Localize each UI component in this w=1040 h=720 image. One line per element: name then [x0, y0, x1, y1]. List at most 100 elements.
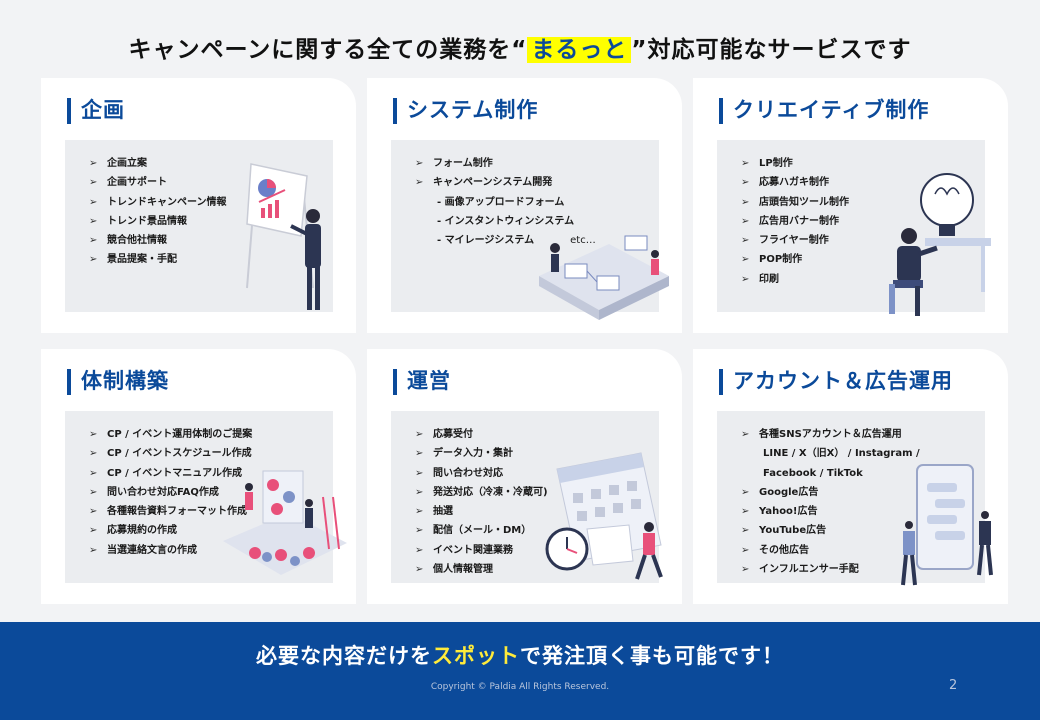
list-item: ➢LP制作 — [741, 154, 849, 173]
list-item: ➢Google広告 — [741, 483, 920, 502]
teamwork-puzzle-illustration — [223, 470, 347, 575]
list-item: ➢キャンペーンシステム開発 — [415, 173, 596, 192]
service-list: ➢各種SNSアカウント＆広告運用 LINE / X（旧X） / Instagra… — [741, 425, 920, 579]
footer-highlight: スポット — [432, 644, 520, 668]
list-item: ➢Yahoo!広告 — [741, 502, 920, 521]
arrow-bullet-icon: ➢ — [89, 486, 98, 498]
list-item: ➢印刷 — [741, 270, 849, 289]
list-item: ➢CP / イベントスケジュール作成 — [89, 444, 252, 463]
arrow-bullet-icon: ➢ — [89, 158, 98, 169]
list-item: ➢店頭告知ツール制作 — [741, 193, 849, 212]
list-item: ➢広告用バナー制作 — [741, 212, 849, 231]
list-sub-item: - 画像アップロードフォーム — [437, 196, 565, 208]
arrow-bullet-icon: ➢ — [89, 525, 98, 537]
card-planning: 企画 ➢企画立案 ➢企画サポート ➢トレンドキャンペーン情報 ➢トレンド景品情報… — [41, 78, 356, 333]
list-item: ➢CP / イベント運用体制のご提案 — [89, 425, 252, 444]
arrow-bullet-icon: ➢ — [741, 564, 750, 576]
list-item: ➢個人情報管理 — [415, 560, 548, 579]
list-item: ➢応募規約の作成 — [89, 521, 252, 540]
arrow-bullet-icon: ➢ — [415, 486, 424, 498]
list-item: ➢POP制作 — [741, 250, 849, 269]
list-item: ➢イベント関連業務 — [415, 541, 548, 560]
arrow-bullet-icon: ➢ — [741, 196, 750, 208]
arrow-bullet-icon: ➢ — [741, 254, 750, 266]
arrow-bullet-icon: ➢ — [415, 429, 424, 440]
arrow-bullet-icon: ➢ — [89, 177, 98, 189]
card-account-ads: アカウント＆広告運用 ➢各種SNSアカウント＆広告運用 LINE / X（旧X）… — [693, 349, 1008, 604]
arrow-bullet-icon: ➢ — [741, 235, 750, 247]
list-item: ➢フォーム制作 — [415, 154, 596, 173]
arrow-bullet-icon: ➢ — [89, 215, 98, 227]
list-item: ➢フライヤー制作 — [741, 231, 849, 250]
arrow-bullet-icon: ➢ — [415, 177, 424, 189]
arrow-bullet-icon: ➢ — [741, 273, 750, 285]
arrow-bullet-icon: ➢ — [415, 525, 424, 537]
list-item: ➢その他広告 — [741, 541, 920, 560]
list-item: ➢配信（メール・DM） — [415, 521, 548, 540]
list-item: ➢応募ハガキ制作 — [741, 173, 849, 192]
headline-text-before: キャンペーンに関する全ての業務を“ — [128, 37, 528, 63]
etc-label: etc… — [570, 235, 596, 247]
card-title: 企画 — [67, 96, 125, 124]
list-sub-item: - インスタントウィンシステム — [437, 215, 575, 227]
list-item: ➢応募受付 — [415, 425, 548, 444]
calendar-clock-illustration — [545, 452, 663, 580]
arrow-bullet-icon: ➢ — [415, 544, 424, 556]
arrow-bullet-icon: ➢ — [415, 564, 424, 576]
arrow-bullet-icon: ➢ — [741, 429, 750, 440]
arrow-bullet-icon: ➢ — [415, 158, 424, 169]
list-item: ➢景品提案・手配 — [89, 250, 227, 269]
arrow-bullet-icon: ➢ — [741, 525, 750, 537]
list-item: ➢抽選 — [415, 502, 548, 521]
arrow-bullet-icon: ➢ — [89, 506, 98, 518]
card-title: 運営 — [393, 367, 451, 395]
page-number: 2 — [949, 678, 958, 693]
service-list: ➢企画立案 ➢企画サポート ➢トレンドキャンペーン情報 ➢トレンド景品情報 ➢競… — [89, 154, 227, 270]
card-title: システム制作 — [393, 96, 538, 124]
list-sub-item: LINE / X（旧X） / Instagram / — [763, 448, 920, 460]
list-item: ➢当選連絡文言の作成 — [89, 541, 252, 560]
card-system: システム制作 ➢フォーム制作 ➢キャンペーンシステム開発 - 画像アップロードフ… — [367, 78, 682, 333]
footer-message: 必要な内容だけをスポットで発注頂く事も可能です！ — [256, 644, 784, 668]
arrow-bullet-icon: ➢ — [89, 448, 98, 460]
arrow-bullet-icon: ➢ — [89, 544, 98, 556]
card-panel: ➢フォーム制作 ➢キャンペーンシステム開発 - 画像アップロードフォーム - イ… — [391, 140, 659, 312]
idea-bulb-illustration — [889, 173, 991, 316]
card-title: アカウント＆広告運用 — [719, 367, 953, 395]
arrow-bullet-icon: ➢ — [741, 177, 750, 189]
card-title: 体制構築 — [67, 367, 169, 395]
list-item: ➢YouTube広告 — [741, 521, 920, 540]
list-item: ➢各種報告資料フォーマット作成 — [89, 502, 252, 521]
list-item: ➢各種SNSアカウント＆広告運用 — [741, 425, 920, 444]
list-item: ➢問い合わせ対応FAQ作成 — [89, 483, 252, 502]
headline-highlight: まるっと — [527, 37, 632, 63]
card-creative: クリエイティブ制作 ➢LP制作 ➢応募ハガキ制作 ➢店頭告知ツール制作 ➢広告用… — [693, 78, 1008, 333]
presentation-illustration — [246, 163, 321, 310]
list-item: ➢インフルエンサー手配 — [741, 560, 920, 579]
service-list: ➢LP制作 ➢応募ハガキ制作 ➢店頭告知ツール制作 ➢広告用バナー制作 ➢フライ… — [741, 154, 849, 289]
page-headline: キャンペーンに関する全ての業務を“まるっと”対応可能なサービスです — [0, 30, 1040, 64]
arrow-bullet-icon: ➢ — [741, 544, 750, 556]
arrow-bullet-icon: ➢ — [415, 506, 424, 518]
arrow-bullet-icon: ➢ — [415, 467, 424, 479]
list-item: ➢問い合わせ対応 — [415, 464, 548, 483]
list-item: ➢データ入力・集計 — [415, 444, 548, 463]
list-item: ➢競合他社情報 — [89, 231, 227, 250]
service-list: ➢フォーム制作 ➢キャンペーンシステム開発 - 画像アップロードフォーム - イ… — [415, 154, 596, 250]
service-list: ➢応募受付 ➢データ入力・集計 ➢問い合わせ対応 ➢発送対応（冷凍・冷蔵可) ➢… — [415, 425, 548, 579]
list-item: ➢トレンドキャンペーン情報 — [89, 193, 227, 212]
list-item: ➢企画サポート — [89, 173, 227, 192]
arrow-bullet-icon: ➢ — [89, 196, 98, 208]
arrow-bullet-icon: ➢ — [89, 254, 98, 266]
footer-banner: 必要な内容だけをスポットで発注頂く事も可能です！ Copyright © Pal… — [0, 622, 1040, 720]
card-operation: 運営 ➢応募受付 ➢データ入力・集計 ➢問い合わせ対応 ➢発送対応（冷凍・冷蔵可… — [367, 349, 682, 604]
arrow-bullet-icon: ➢ — [89, 467, 98, 479]
list-item: ➢発送対応（冷凍・冷蔵可) — [415, 483, 548, 502]
arrow-bullet-icon: ➢ — [89, 235, 98, 247]
service-list: ➢CP / イベント運用体制のご提案 ➢CP / イベントスケジュール作成 ➢C… — [89, 425, 252, 560]
card-structure: 体制構築 ➢CP / イベント運用体制のご提案 ➢CP / イベントスケジュール… — [41, 349, 356, 604]
card-title: クリエイティブ制作 — [719, 96, 929, 124]
copyright: Copyright © Paldia All Rights Reserved. — [430, 682, 610, 692]
list-item: ➢企画立案 — [89, 154, 227, 173]
